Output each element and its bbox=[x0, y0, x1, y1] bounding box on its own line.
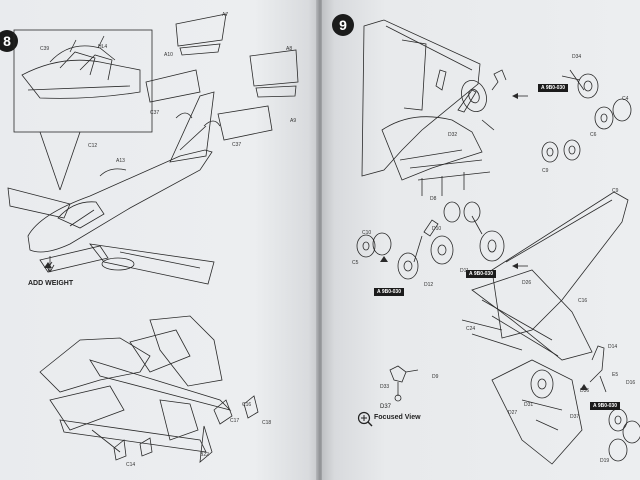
part-label: D12 bbox=[424, 282, 434, 288]
part-label: D19 bbox=[600, 458, 610, 464]
part-label: D32 bbox=[448, 132, 458, 138]
book-gutter bbox=[316, 0, 324, 480]
part-label: C14 bbox=[126, 462, 136, 468]
part-label: D31 bbox=[524, 402, 534, 408]
part-label: C39 bbox=[40, 46, 50, 52]
step-number: 8 bbox=[3, 33, 11, 49]
part-label: A8 bbox=[286, 46, 293, 52]
part-label: HL4 bbox=[98, 44, 108, 50]
reference-tag: A 9B0-030 bbox=[374, 288, 404, 296]
part-label: C18 bbox=[262, 420, 272, 426]
part-label: A7 bbox=[222, 12, 229, 18]
part-label: C5 bbox=[352, 260, 359, 266]
right-page: 9 bbox=[322, 0, 640, 480]
cockpit-detail-inset bbox=[13, 29, 153, 133]
step-8-drawing bbox=[7, 13, 299, 463]
part-label: D27 bbox=[508, 410, 518, 416]
part-label: C4 bbox=[622, 96, 629, 102]
part-label: E5 bbox=[612, 372, 619, 378]
reference-tag: A 9B0-030 bbox=[538, 84, 568, 92]
part-label: A10 bbox=[164, 52, 173, 58]
part-label: C16 bbox=[242, 402, 252, 408]
part-label: B22 bbox=[200, 452, 209, 458]
step-number-badge: 9 bbox=[332, 14, 354, 36]
part-label: A13 bbox=[116, 158, 125, 164]
part-label: D34 bbox=[572, 54, 582, 60]
part-label: D8 bbox=[430, 196, 437, 202]
arrow-up-icon: ↑ bbox=[46, 264, 51, 274]
part-label: C16 bbox=[578, 298, 588, 304]
part-label: C37 bbox=[232, 142, 242, 148]
part-label: C10 bbox=[362, 230, 372, 236]
step-9-drawing bbox=[356, 19, 640, 465]
part-label: A9 bbox=[290, 118, 297, 124]
step-number: 9 bbox=[339, 17, 347, 33]
part-label: C9 bbox=[542, 168, 549, 174]
part-label: D26 bbox=[522, 280, 532, 286]
reference-tag: A 9B0-030 bbox=[590, 402, 620, 410]
add-weight-label: ADD WEIGHT bbox=[28, 280, 74, 287]
part-label: D11 bbox=[460, 268, 469, 274]
part-label: D37 bbox=[570, 414, 580, 420]
part-label: C24 bbox=[466, 326, 476, 332]
focused-view-part: D37 bbox=[380, 404, 392, 410]
part-label: D14 bbox=[608, 344, 618, 350]
part-label: D10 bbox=[432, 226, 442, 232]
part-label: C6 bbox=[590, 132, 597, 138]
reference-tag: A 9B0-030 bbox=[466, 270, 496, 278]
focused-view-label: Focused View bbox=[374, 414, 421, 421]
part-label: C9 bbox=[612, 188, 619, 194]
part-label: D16 bbox=[626, 380, 636, 386]
part-label: D9 bbox=[432, 374, 439, 380]
part-label: C12 bbox=[88, 143, 98, 149]
magnifier-plus-icon bbox=[357, 411, 373, 427]
part-label: D36 bbox=[580, 388, 590, 394]
part-label: D33 bbox=[380, 384, 390, 390]
part-label: C17 bbox=[230, 418, 240, 424]
left-page: 8 bbox=[0, 0, 318, 480]
part-label: C37 bbox=[150, 110, 160, 116]
step-number-badge: 8 bbox=[0, 30, 18, 52]
